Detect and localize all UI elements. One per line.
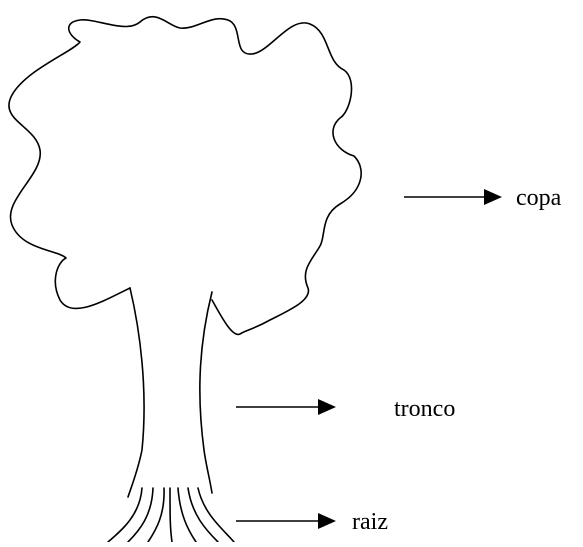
trunk-right-line: [200, 292, 212, 493]
tree-crown-outline: [9, 17, 361, 335]
root-strand: [188, 488, 218, 542]
root-strand: [178, 488, 196, 542]
arrow-head: [484, 189, 502, 205]
arrow-head: [318, 513, 336, 529]
root-strand: [108, 488, 142, 542]
arrow-head: [318, 399, 336, 415]
arrow-to-root: [236, 513, 336, 529]
trunk-left-line: [128, 288, 144, 497]
roots: [108, 488, 234, 542]
root-strand: [198, 488, 234, 542]
arrow-to-crown: [404, 189, 502, 205]
label-root: raiz: [352, 509, 388, 535]
label-crown: copa: [516, 185, 562, 211]
root-strand: [148, 488, 164, 542]
arrow-to-trunk: [236, 399, 336, 415]
label-trunk: tronco: [394, 396, 455, 422]
root-strand: [170, 488, 172, 542]
